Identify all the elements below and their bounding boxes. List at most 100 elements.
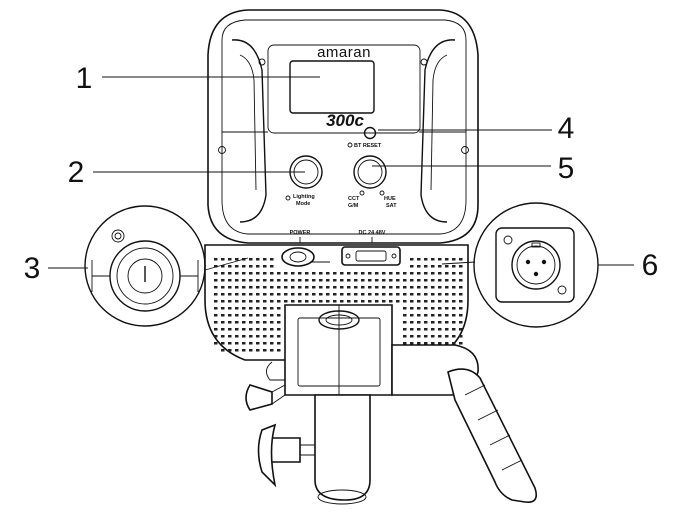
vent-hole <box>445 328 449 331</box>
vent-hole <box>270 258 274 261</box>
vent-hole <box>221 279 225 282</box>
vent-hole <box>438 335 442 338</box>
vent-hole <box>221 349 225 352</box>
gm-label: G/M <box>348 203 359 209</box>
vent-hole <box>221 265 225 268</box>
vent-hole <box>375 279 379 282</box>
vent-hole <box>249 279 253 282</box>
bt-reset-button[interactable] <box>363 126 377 140</box>
vent-hole <box>459 314 463 317</box>
vent-hole <box>445 279 449 282</box>
vent-hole <box>221 258 225 261</box>
vent-hole <box>424 272 428 275</box>
vent-hole <box>228 321 232 324</box>
vent-grid <box>214 258 463 352</box>
vent-hole <box>445 265 449 268</box>
vent-hole <box>452 307 456 310</box>
vent-hole <box>242 293 246 296</box>
vent-hole <box>228 307 232 310</box>
vent-hole <box>438 265 442 268</box>
vent-hole <box>277 272 281 275</box>
vent-hole <box>424 265 428 268</box>
vent-hole <box>256 293 260 296</box>
vent-hole <box>305 300 309 303</box>
vent-hole <box>403 300 407 303</box>
vent-hole <box>431 265 435 268</box>
hue-label: HUE <box>384 196 396 202</box>
vent-hole <box>256 272 260 275</box>
vent-hole <box>417 314 421 317</box>
vent-hole <box>242 328 246 331</box>
cct-label: CCT <box>348 196 360 202</box>
vent-hole <box>228 286 232 289</box>
vent-hole <box>256 265 260 268</box>
vent-hole <box>445 258 449 261</box>
vent-hole <box>249 349 253 352</box>
vent-hole <box>431 286 435 289</box>
vent-hole <box>424 293 428 296</box>
vent-hole <box>263 307 267 310</box>
vent-hole <box>375 293 379 296</box>
vent-hole <box>228 265 232 268</box>
vent-hole <box>445 307 449 310</box>
light-head <box>207 9 479 244</box>
vent-hole <box>459 342 463 345</box>
vent-hole <box>459 272 463 275</box>
vent-hole <box>459 335 463 338</box>
vent-hole <box>403 293 407 296</box>
vent-hole <box>228 342 232 345</box>
vent-hole <box>340 286 344 289</box>
vent-hole <box>445 286 449 289</box>
vent-hole <box>410 335 414 338</box>
vent-hole <box>417 265 421 268</box>
vent-hole <box>242 286 246 289</box>
vent-hole <box>396 279 400 282</box>
power-label: POWER <box>290 230 311 236</box>
vent-hole <box>452 321 456 324</box>
vent-hole <box>221 272 225 275</box>
vent-hole <box>340 279 344 282</box>
vent-hole <box>326 279 330 282</box>
vent-hole <box>221 342 225 345</box>
vent-hole <box>347 272 351 275</box>
vent-hole <box>438 321 442 324</box>
cct-hue-knob[interactable] <box>353 155 387 189</box>
vent-hole <box>431 314 435 317</box>
lcd-display <box>289 60 375 114</box>
vent-hole <box>326 286 330 289</box>
vent-hole <box>375 286 379 289</box>
vent-hole <box>242 307 246 310</box>
vent-hole <box>298 272 302 275</box>
vent-hole <box>424 314 428 317</box>
vent-hole <box>270 328 274 331</box>
vent-hole <box>403 342 407 345</box>
vent-hole <box>438 286 442 289</box>
vent-hole <box>452 314 456 317</box>
vent-hole <box>277 300 281 303</box>
vent-hole <box>270 342 274 345</box>
vent-hole <box>277 349 281 352</box>
vent-hole <box>214 300 218 303</box>
vent-hole <box>256 286 260 289</box>
vent-hole <box>417 279 421 282</box>
vent-hole <box>459 307 463 310</box>
vent-hole <box>270 335 274 338</box>
dc-input-port[interactable] <box>341 246 401 266</box>
vent-hole <box>277 328 281 331</box>
vent-hole <box>424 328 428 331</box>
vent-hole <box>424 335 428 338</box>
vent-hole <box>221 293 225 296</box>
vent-hole <box>277 314 281 317</box>
vent-hole <box>305 279 309 282</box>
vent-hole <box>235 314 239 317</box>
vent-hole <box>459 286 463 289</box>
power-switch[interactable] <box>281 247 315 267</box>
vent-hole <box>361 279 365 282</box>
vent-hole <box>438 293 442 296</box>
vent-hole <box>298 293 302 296</box>
callout-4: 4 <box>558 112 575 145</box>
vent-hole <box>277 286 281 289</box>
vent-hole <box>298 279 302 282</box>
vent-hole <box>270 349 274 352</box>
vent-hole <box>361 272 365 275</box>
